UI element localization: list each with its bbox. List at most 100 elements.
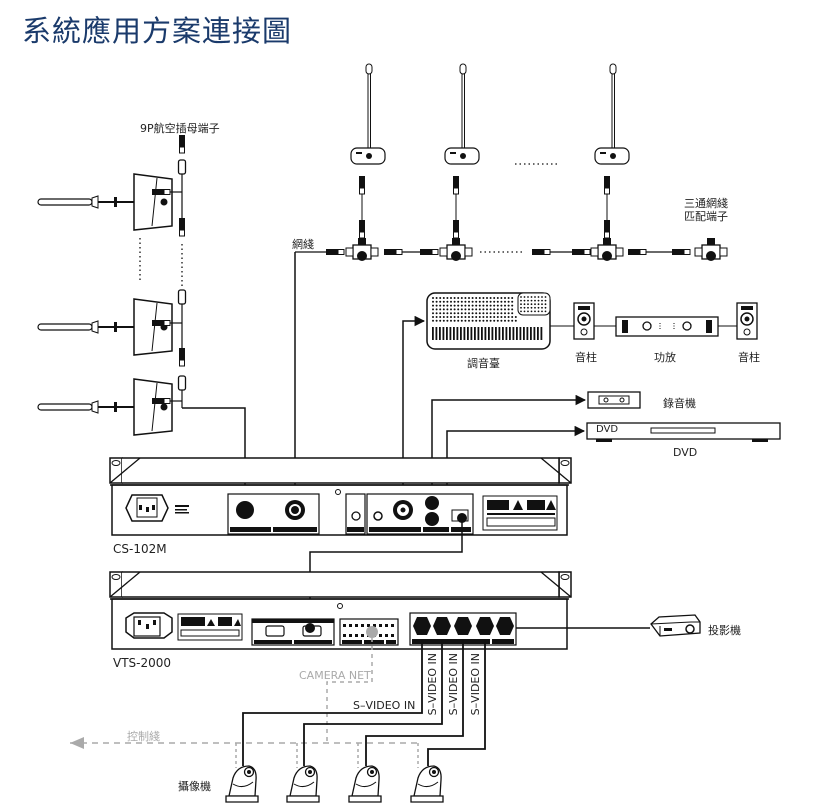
mixer-grille-dot: [541, 306, 543, 309]
mixer-knob: [500, 297, 503, 299]
mixer-knob: [460, 304, 463, 307]
mixer-fader: [509, 327, 511, 340]
mixer-knob: [453, 319, 456, 322]
mixer-grille-dot: [541, 299, 543, 302]
control-line-label: 控制綫: [127, 730, 160, 743]
mixer-knob: [432, 304, 434, 307]
mixer-knob: [504, 308, 506, 311]
mixer-fader: [491, 327, 494, 340]
mixer-knob: [464, 319, 467, 322]
mixer-knob: [450, 308, 452, 311]
mixer-knob: [504, 300, 506, 303]
mixer-fader: [435, 327, 438, 340]
mixer-knob: [464, 300, 467, 303]
page-title: 系統應用方案連接圖: [22, 14, 293, 48]
gooseneck-unit-3: [594, 63, 630, 165]
mixer-knob: [442, 297, 445, 299]
mixer-knob: [496, 297, 499, 299]
mixer-knob: [493, 316, 496, 318]
mixer-knob: [493, 319, 496, 322]
mixer-knob: [471, 319, 474, 322]
mixer-fader: [446, 327, 448, 340]
vts-2000-model-label: VTS-2000: [113, 656, 172, 670]
mixer-knob: [511, 312, 514, 315]
mixer-fader: [498, 327, 501, 340]
mixer-knob: [496, 312, 499, 315]
mixer-knob: [475, 297, 478, 299]
tee-connector-1: [345, 237, 379, 262]
mixer-knob: [511, 304, 514, 307]
mixer-grille-dot: [527, 310, 529, 313]
mixer-grille-dot: [537, 310, 540, 313]
mixer-knob: [504, 312, 506, 315]
mixer-knob: [471, 304, 474, 307]
top-network-chain: [294, 63, 728, 510]
mixer-knob: [482, 312, 485, 315]
mixer-knob: [507, 304, 510, 307]
mixer-knob: [514, 316, 517, 318]
mixer-knob: [486, 300, 488, 303]
mixer-knob: [457, 319, 460, 322]
cs-102m-unit: [109, 457, 572, 536]
mixer-grille-dot: [544, 310, 547, 313]
mixer-knob: [478, 319, 481, 322]
mixer-knob: [439, 312, 442, 315]
mixer-knob: [514, 319, 517, 322]
mixer-fader: [512, 327, 515, 340]
mixer-fader: [432, 327, 434, 340]
mixer-grille-dot: [520, 310, 522, 313]
mixer-knob: [482, 319, 485, 322]
speaker-right: [736, 302, 758, 340]
gooseneck-unit-2: [444, 63, 480, 165]
mixer-grille-dot: [534, 306, 536, 309]
mixer-fader: [533, 327, 536, 340]
mixer-fader: [495, 327, 497, 340]
mixer-knob: [489, 316, 492, 318]
terminal-pin: [367, 624, 370, 627]
video-input-port: [454, 617, 472, 635]
speaker-left: [573, 302, 595, 340]
mixer-knob: [493, 300, 496, 303]
mixer-knob: [478, 312, 481, 315]
mixer-knob: [468, 316, 470, 318]
tee-terminator-label-2: 匹配端子: [684, 210, 728, 223]
mixer-knob: [439, 297, 442, 299]
mixer-grille-dot: [541, 296, 543, 298]
mixer-label: 調音臺: [467, 357, 500, 370]
mixer-knob: [475, 304, 478, 307]
dvd-player: [586, 422, 781, 442]
mixer-knob: [453, 300, 456, 303]
mixer-knob: [482, 297, 485, 299]
mixer-knob: [493, 304, 496, 307]
mixer-knob: [457, 316, 460, 318]
mixer-knob: [468, 308, 470, 311]
mixer-knob: [460, 308, 463, 311]
mixer-knob: [460, 316, 463, 318]
mixer-knob: [468, 312, 470, 315]
mixer-knob: [432, 319, 434, 322]
camera-label: 攝像機: [178, 780, 211, 793]
mixer-fader: [502, 327, 504, 340]
mixer-grille-dot: [534, 296, 536, 298]
mixer-knob: [507, 316, 510, 318]
mixer-knob: [457, 308, 460, 311]
mixer-knob: [504, 304, 506, 307]
delegate-mic-unit-1: [37, 173, 173, 231]
gooseneck-unit-1: [350, 63, 386, 165]
mixer-knob: [475, 319, 478, 322]
mixer-knob: [504, 316, 506, 318]
mixer-grille-dot: [541, 303, 543, 306]
mixer-knob: [489, 308, 492, 311]
svideo-in-label-vertical-2: S–VIDEO IN: [447, 653, 460, 716]
tee-connector-2: [439, 237, 473, 262]
mixer-knob: [511, 300, 514, 303]
mixer-knob: [442, 319, 445, 322]
mixer-knob: [446, 308, 449, 311]
recorder-label: 錄音機: [663, 397, 696, 410]
mixer-knob: [511, 297, 514, 299]
mixer-knob: [432, 297, 434, 299]
mixer-fader: [477, 327, 480, 340]
mixer-fader: [526, 327, 529, 340]
mixer-knob: [478, 308, 481, 311]
mixer-knob: [486, 316, 488, 318]
